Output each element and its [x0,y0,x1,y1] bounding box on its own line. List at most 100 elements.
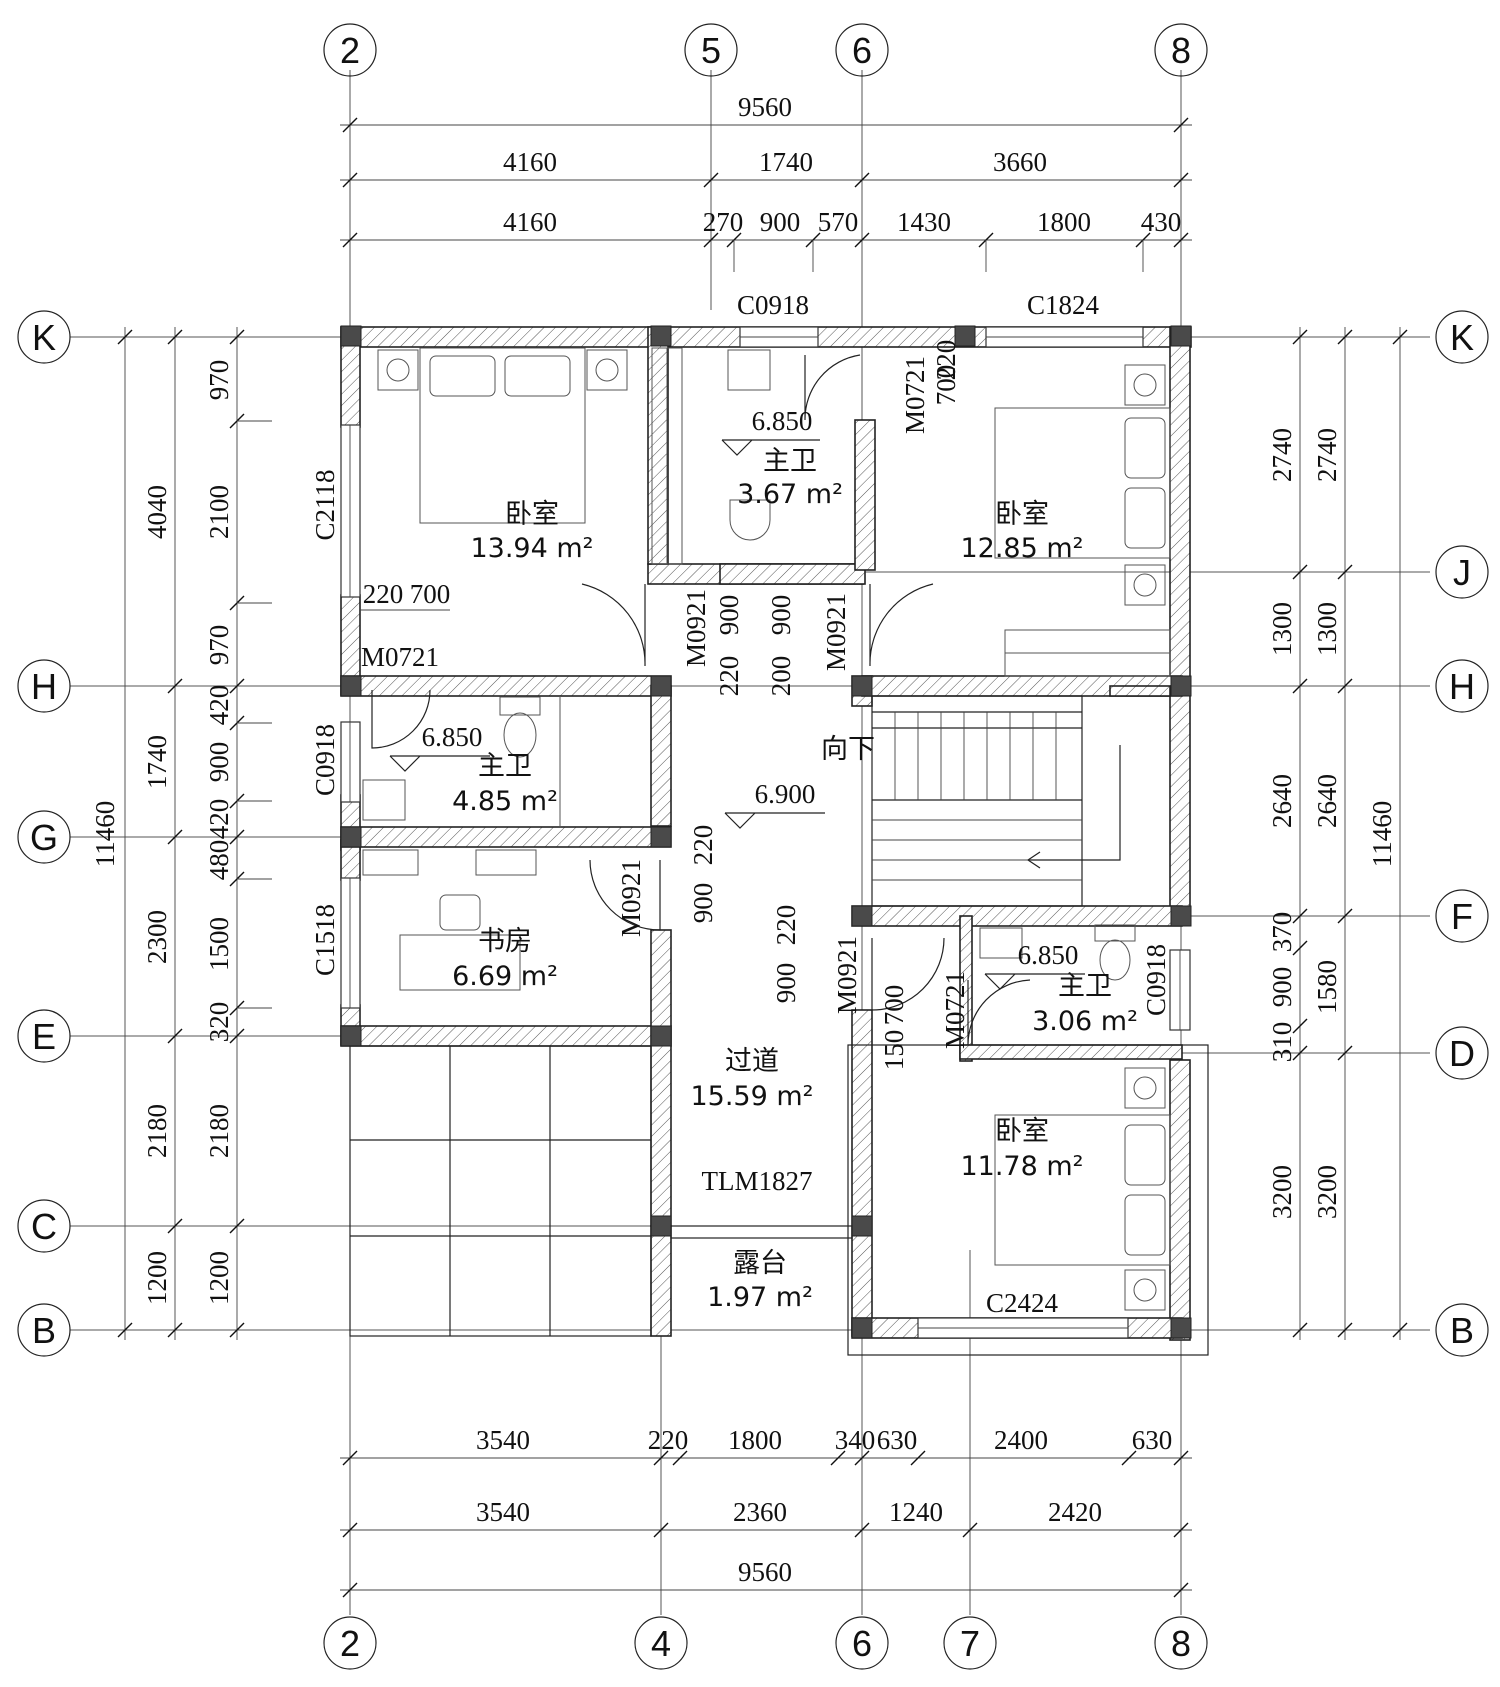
inner-dim: 220 [363,579,404,609]
dim-left-row3: 970 [204,625,234,666]
dim-bottom-row1: 220 [648,1425,689,1455]
dim-top-row3: 570 [818,207,859,237]
inner-dim: 220 [771,905,801,946]
dim-left-row3: 1200 [204,1251,234,1305]
room-area: 6.69 m² [452,961,558,992]
dim-bottom-row2: 3540 [476,1497,530,1527]
axis-label: E [32,1016,56,1057]
axis-label: K [32,317,56,358]
bed-2 [994,364,1171,606]
axis-label: 2 [340,1623,360,1664]
window-label: C2118 [310,469,340,540]
inner-dims: 220 700 900 900 220 200 220 900 220 900 … [360,340,961,1071]
axis-label: 8 [1171,30,1191,71]
dim-right-row3: 310 [1267,1022,1297,1063]
columns [340,325,1192,1339]
room-name: 卧室 [995,499,1049,530]
inner-dim: 700 [931,365,961,406]
room-area: 3.67 m² [737,479,843,510]
window-label: C0918 [737,290,809,320]
inner-dim: 220 [931,340,961,381]
dim-top-row3: 1800 [1037,207,1091,237]
bath-fixtures [362,349,1136,981]
room-name: 书房 [478,926,532,957]
dim-left-row2: 4040 [142,485,172,539]
wardrobe [651,347,683,565]
axis-label: H [1449,666,1475,707]
room-area: 1.97 m² [707,1282,813,1313]
dimension-chains-bottom: 3540 220 1800 340 630 2400 630 3540 2360… [340,1425,1192,1598]
dim-top-row2: 1740 [759,147,813,177]
dim-left-row3: 2180 [204,1104,234,1158]
dim-bottom-row1: 1800 [728,1425,782,1455]
balcony-grid [349,1045,652,1337]
room-name: 主卫 [763,446,817,477]
inner-dim: 900 [766,595,796,636]
dim-right-row2: 1300 [1312,602,1342,656]
dim-left-row3: 2100 [204,485,234,539]
inner-dim: 700 [410,579,451,609]
axis-label: C [31,1206,57,1247]
level-mark: 6.900 [755,779,816,809]
axis-label: H [31,666,57,707]
room-name: 主卫 [1058,971,1112,1002]
dim-left-row2: 2300 [142,910,172,964]
inner-dim: 900 [688,883,718,924]
dim-bottom-row1: 340 [835,1425,876,1455]
room-name: 卧室 [995,1116,1049,1147]
door-label: M0721 [900,356,930,434]
dim-bottom-row2: 1240 [889,1497,943,1527]
dim-bottom-row1: 630 [877,1425,918,1455]
dimension-chains-left: 11460 4040 1740 2300 2180 1200 970 2100 … [90,327,272,1340]
inner-dim: 200 [766,656,796,697]
dim-right-row2: 3200 [1312,1165,1342,1219]
inner-dim: 900 [771,963,801,1004]
inner-dim: 900 [714,595,744,636]
dim-right-row3: 2740 [1267,428,1297,482]
window-label: C0918 [1141,944,1171,1016]
axis-label: G [30,817,58,858]
room-area: 12.85 m² [960,533,1083,564]
level-mark: 6.850 [422,722,483,752]
dim-right-row3: 3200 [1267,1165,1297,1219]
inner-dim: 150 [879,1030,909,1071]
axis-bubbles-left: K H G E C B [17,310,71,1357]
axis-label: 4 [651,1623,671,1664]
axis-label: 6 [852,1623,872,1664]
dim-right-overall: 11460 [1367,801,1397,868]
dim-top-row3: 1430 [897,207,951,237]
dim-left-row3: 970 [204,360,234,401]
dim-left-row2: 1200 [142,1251,172,1305]
room-name: 过道 [725,1046,779,1077]
dim-left-row3: 900 [204,742,234,783]
dim-top-row2: 3660 [993,147,1047,177]
door-label: M0921 [821,593,851,671]
dim-bottom-row1: 2400 [994,1425,1048,1455]
inner-dim: 220 [688,825,718,866]
door-label: M0721 [940,971,970,1049]
axis-label: F [1451,896,1473,937]
dim-left-overall: 11460 [90,801,120,868]
axis-label: 5 [701,30,721,71]
dim-right-row3: 2640 [1267,774,1297,828]
axis-label: K [1450,317,1474,358]
dim-bottom-row2: 2420 [1048,1497,1102,1527]
wardrobe-2 [1004,629,1171,677]
door-label: M0921 [616,859,646,937]
door-label: TLM1827 [702,1166,813,1196]
axis-bubbles-right: K J H F D B [1435,310,1489,1357]
dimension-chains-right: 2740 1300 2640 370 900 310 3200 2740 130… [1267,327,1408,1340]
dim-top-row3: 430 [1141,207,1182,237]
door-label: M0921 [832,936,862,1014]
study-desk [362,849,537,991]
room-labels: 卧室 13.94 m² 主卫 3.67 m² 卧室 12.85 m² 主卫 4.… [452,446,1138,1313]
dim-left-row2: 1740 [142,735,172,789]
dim-bottom-row1: 630 [1132,1425,1173,1455]
room-area: 4.85 m² [452,786,558,817]
inner-dim: 220 [714,656,744,697]
dim-left-row3: 420 [204,685,234,726]
dim-bottom-row1: 3540 [476,1425,530,1455]
dim-left-row3: 480 [204,840,234,881]
dim-right-row2: 2740 [1312,428,1342,482]
